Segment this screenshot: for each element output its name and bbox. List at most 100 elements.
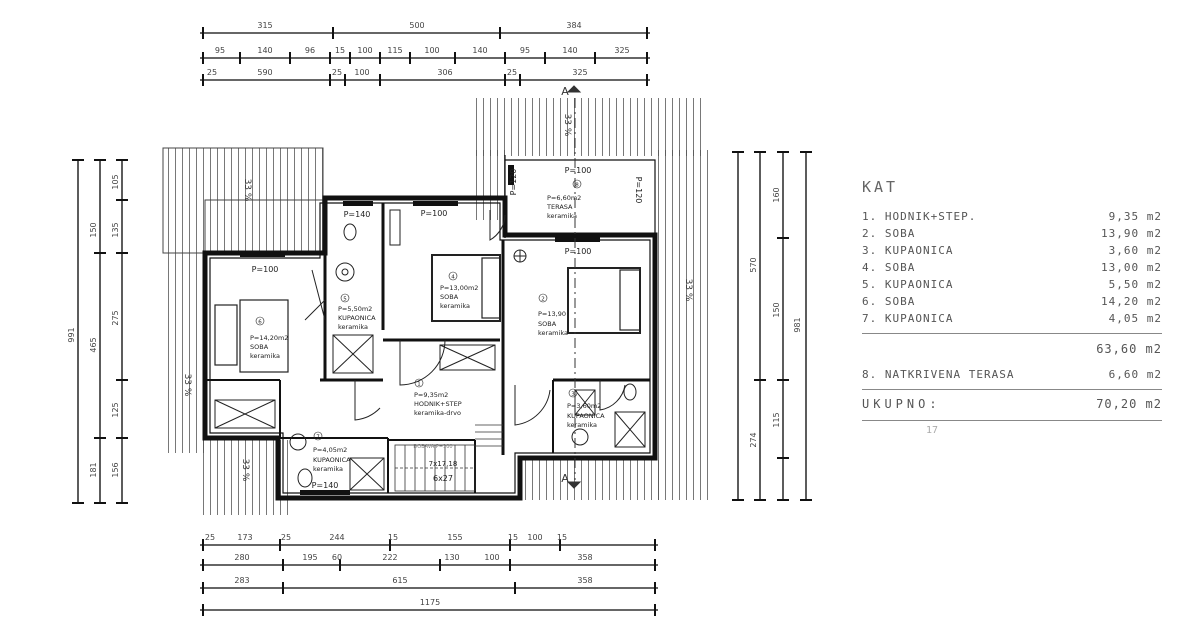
room-area: P=3,60m2	[567, 402, 601, 410]
opening-label: P=100	[252, 265, 279, 274]
dim-text: 156	[111, 462, 120, 477]
room-name: KUPAONICA	[567, 412, 605, 420]
legend-area: 3,60 m2	[1108, 244, 1162, 257]
room-number: 4	[451, 275, 455, 281]
slope-label: 33 %	[240, 459, 250, 482]
dim-text: 465	[89, 337, 98, 352]
roof-slope-labels: 33 % 33 % 33 % 33 % 33 %	[182, 114, 693, 482]
dimension-texts: 315 500 384 95 140 96 15 100 115 100 140…	[67, 21, 802, 607]
dim-text: 173	[237, 533, 252, 542]
opening-label: P=120	[634, 177, 643, 204]
section-line	[566, 85, 582, 489]
dim-text: 100	[357, 46, 372, 55]
room-floor: keramika	[250, 352, 280, 360]
legend-row: 5. KUPAONICA 5,50 m2	[862, 276, 1162, 293]
dim-text: 244	[329, 533, 344, 542]
room-6-label: 6 P=14,20m2 SOBA keramika	[250, 316, 288, 360]
dim-text: 115	[772, 412, 781, 427]
dim-text: 15	[335, 46, 345, 55]
dim-text: 981	[793, 317, 802, 332]
opening-label: P=100	[565, 166, 592, 175]
dim-text: 325	[614, 46, 629, 55]
dim-text: 25	[507, 68, 517, 77]
slope-label: 33 %	[182, 374, 192, 397]
section-marks: A A	[561, 85, 569, 485]
legend-label: 1. HODNIK+STEP.	[862, 210, 977, 223]
dim-text: 384	[566, 21, 581, 30]
slope-label: 33 %	[562, 114, 572, 137]
crossed-boxes	[214, 334, 646, 491]
dim-text: 181	[89, 462, 98, 477]
dim-text: 60	[332, 553, 342, 562]
room-name: HODNIK+STEP	[414, 400, 462, 408]
legend-total-row: UKUPNO:70,20 m2	[862, 394, 1162, 414]
room-1-label: 1 P=9,35m2 HODNIK+STEP keramika-drvo	[414, 378, 462, 417]
slope-label: 33 %	[242, 179, 252, 202]
room-area: P=6,60m2	[547, 194, 581, 202]
dim-text: 95	[215, 46, 225, 55]
room-name: KUPAONICA	[338, 314, 376, 322]
dim-text: 275	[111, 310, 120, 325]
dim-text: 150	[89, 222, 98, 237]
fixtures	[289, 209, 637, 488]
dim-text: 25	[332, 68, 342, 77]
room-number: 1	[417, 382, 421, 388]
legend-label: 6. SOBA	[862, 295, 916, 308]
room-number: 7	[316, 435, 320, 441]
legend-label: 8. NATKRIVENA TERASA	[862, 368, 1015, 381]
legend-area: 9,35 m2	[1108, 210, 1162, 223]
room-floor: keramika-drvo	[414, 409, 461, 417]
dim-text: 125	[111, 402, 120, 417]
dim-text: 1175	[420, 598, 440, 607]
legend-label: 4. SOBA	[862, 261, 916, 274]
room-number: 2	[541, 297, 545, 303]
legend-label: 5. KUPAONICA	[862, 278, 954, 291]
legend-divider	[862, 389, 1162, 390]
dimension-ticks	[72, 27, 812, 616]
opening-labels: P=100 P=100 P=100 P=140 P=100 P=140 P=12…	[252, 166, 643, 490]
dim-text: 150	[772, 302, 781, 317]
dim-text: 222	[382, 553, 397, 562]
opening-label: P=100	[421, 209, 448, 218]
dim-text: 991	[67, 327, 76, 342]
room-2-label: 2 P=13,90 SOBA keramika	[538, 293, 568, 337]
room-name: KUPAONICA	[313, 456, 351, 464]
dim-text: 100	[424, 46, 439, 55]
legend-note: 17	[926, 425, 939, 436]
slope-label: 33 %	[683, 279, 693, 302]
dim-text: 195	[302, 553, 317, 562]
legend-subtotal: 63,60 m2	[1096, 342, 1162, 356]
section-mark: A	[561, 472, 569, 485]
legend-area: 5,50 m2	[1108, 278, 1162, 291]
dim-text: 100	[354, 68, 369, 77]
dim-text: 590	[257, 68, 272, 77]
dim-text: 280	[234, 553, 249, 562]
room-floor: keramika	[440, 302, 470, 310]
opening-label: P=140	[312, 481, 339, 490]
legend-area: 14,20 m2	[1101, 295, 1162, 308]
dim-text: 325	[572, 68, 587, 77]
room-area: P=5,50m2	[338, 305, 372, 313]
dim-text: 105	[111, 174, 120, 189]
dim-text: 283	[234, 576, 249, 585]
dim-text: 615	[392, 576, 407, 585]
dim-text: 160	[772, 187, 781, 202]
dim-text: 155	[447, 533, 462, 542]
dim-text: 95	[520, 46, 530, 55]
legend-label: 7. KUPAONICA	[862, 312, 954, 325]
dim-text: 15	[557, 533, 567, 542]
room-3-label: 3 P=3,60m2 KUPAONICA keramika	[567, 388, 605, 429]
stair-label: DOBAVA P=100	[413, 444, 452, 450]
dim-text: 100	[484, 553, 499, 562]
room-4-label: 4 P=13,00m2 SOBA keramika	[440, 271, 478, 310]
stair-label: 7x17,18	[429, 460, 458, 468]
room-name: TERASA	[546, 203, 573, 211]
dim-text: 15	[388, 533, 398, 542]
dim-text: 115	[387, 46, 402, 55]
legend-label: 2. SOBA	[862, 227, 916, 240]
room-area: P=4,05m2	[313, 446, 347, 454]
